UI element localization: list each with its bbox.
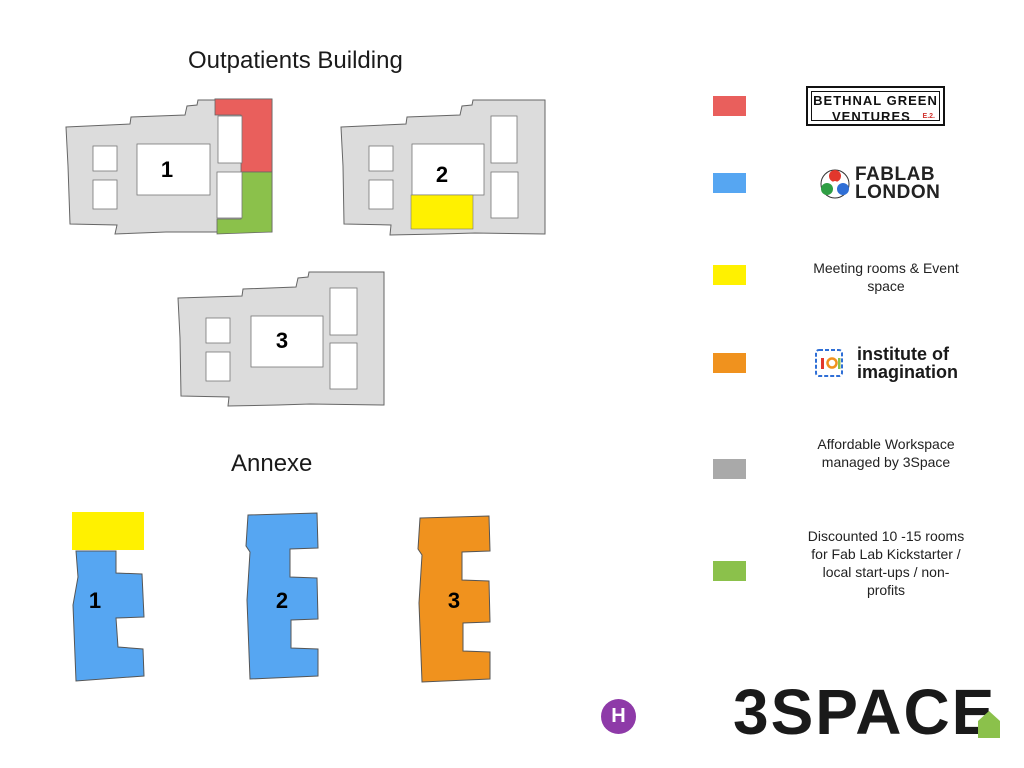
annexe-floor-2: 2 — [245, 512, 319, 680]
legend-text-affordable-workspace: Affordable Workspace managed by 3Space — [817, 436, 955, 470]
legend-swatch-yellow — [713, 265, 746, 285]
floor-label: 1 — [161, 157, 173, 182]
floor-plan-diagram: 1 2 3 1 2 3 — [65, 98, 546, 683]
floor-label: 3 — [276, 328, 288, 353]
yellow-zone — [72, 512, 144, 550]
h-badge-logo: H — [601, 699, 636, 734]
3space-logo: 3SPACE — [733, 676, 997, 748]
annexe-floor-1: 1 — [72, 512, 145, 682]
outpatients-floor-3: 3 — [177, 271, 385, 407]
outpatients-floor-2: 2 — [340, 99, 546, 236]
green-zone — [216, 171, 273, 235]
fablab-london-text: FABLAB LONDON — [855, 164, 941, 203]
legend-text-meeting-rooms: Meeting rooms & Event space — [813, 260, 959, 294]
legend-swatch-grey — [713, 459, 746, 479]
floor-label: 3 — [448, 588, 460, 613]
floor-label: 2 — [276, 588, 288, 613]
fablab-london-logo — [820, 169, 850, 199]
legend-swatch-red — [713, 96, 746, 116]
outpatients-building-title: Outpatients Building — [188, 47, 403, 74]
house-icon — [978, 711, 1000, 738]
floor-label: 1 — [89, 588, 101, 613]
annexe-floor-3: 3 — [417, 515, 491, 683]
legend-swatch-green — [713, 561, 746, 581]
institute-of-imagination-logo — [815, 349, 843, 377]
legend-text-discounted-rooms: Discounted 10 -15 rooms for Fab Lab Kick… — [807, 528, 965, 598]
institute-of-imagination-text: institute of imagination — [857, 344, 959, 382]
floor-label: 2 — [436, 162, 448, 187]
yellow-zone — [410, 194, 474, 230]
legend-swatch-orange — [713, 353, 746, 373]
legend-swatch-blue — [713, 173, 746, 193]
bethnal-green-ventures-logo: BETHNAL GREEN VENTURES E.2. — [806, 86, 945, 126]
annexe-title: Annexe — [231, 450, 313, 477]
outpatients-floor-1: 1 — [65, 98, 273, 235]
